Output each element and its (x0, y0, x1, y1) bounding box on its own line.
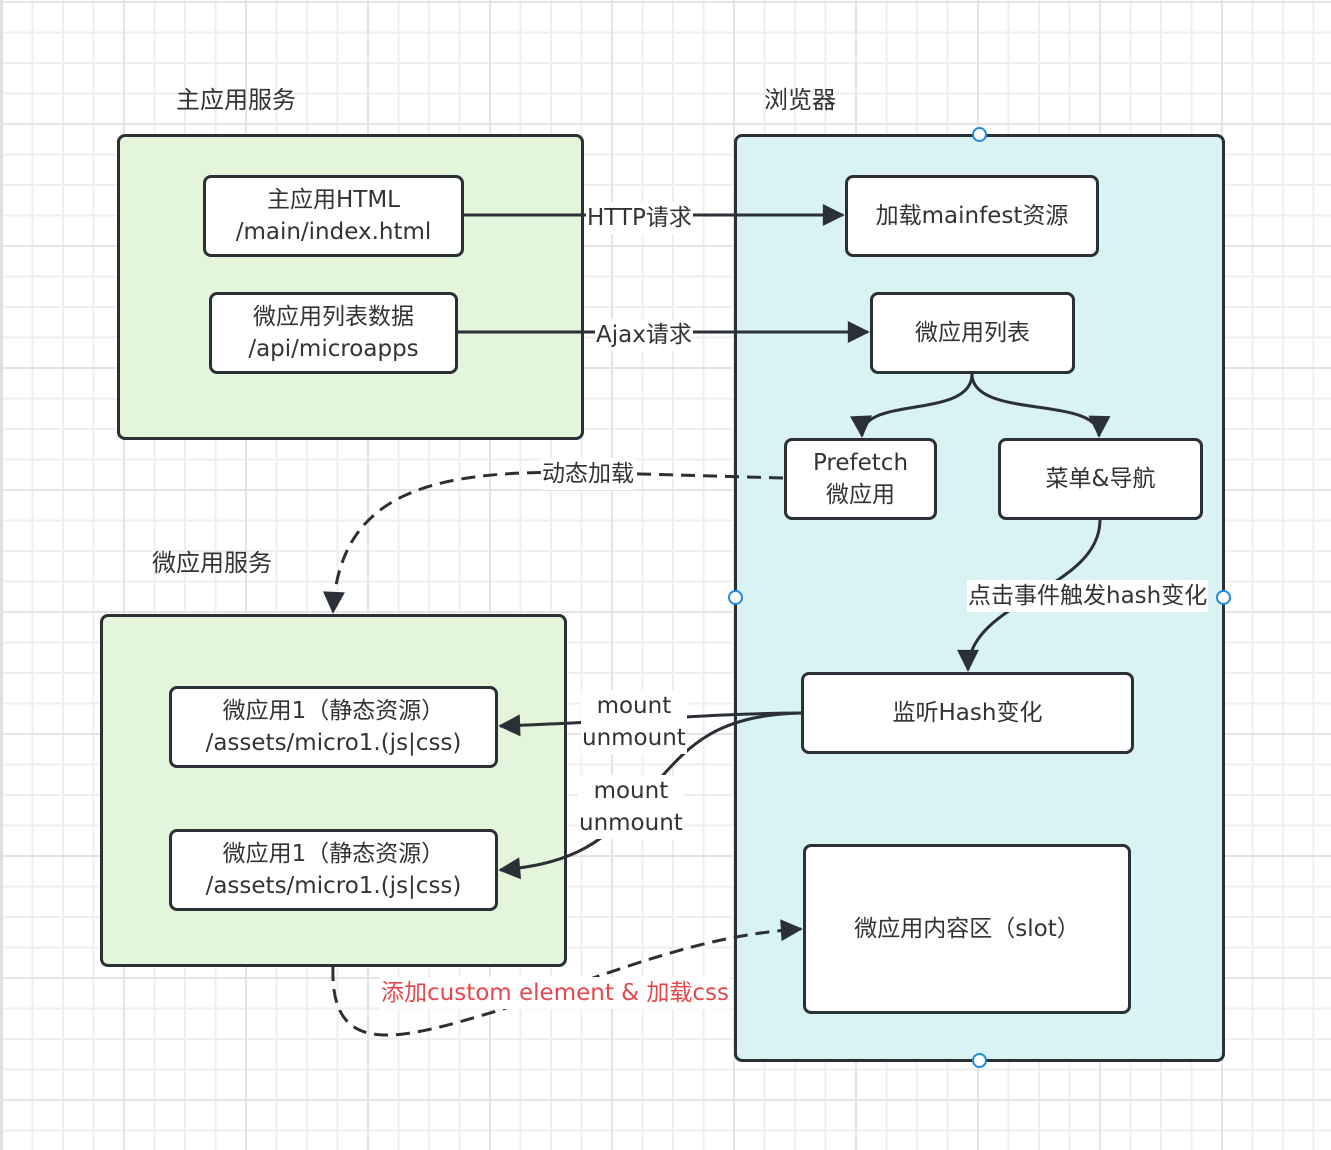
micro1-node-b[interactable]: 微应用1（静态资源） /assets/micro1.(js|css) (169, 829, 498, 911)
edge-label-dynamic-load: 动态加载 (541, 458, 635, 490)
menu-nav-node[interactable]: 菜单&导航 (998, 438, 1203, 520)
edge-label-custom-element: 添加custom element & 加载css (380, 977, 731, 1009)
micro-service-title: 微应用服务 (152, 549, 272, 577)
micro-service-container[interactable] (100, 614, 567, 967)
edge-dynamic-load[interactable] (323, 470, 784, 614)
resize-handle-top[interactable] (972, 127, 987, 142)
micro1-a-path: /assets/micro1.(js|css) (205, 730, 462, 756)
micro-list-data-title: 微应用列表数据 (253, 304, 414, 330)
micro-list-node[interactable]: 微应用列表 (870, 292, 1075, 374)
micro1-b-title: 微应用1（静态资源） (222, 841, 445, 867)
content-slot-node[interactable]: 微应用内容区（slot） (803, 844, 1131, 1014)
edge-label-http: HTTP请求 (586, 202, 693, 234)
listen-hash-label: 监听Hash变化 (892, 700, 1043, 726)
micro1-node-a[interactable]: 微应用1（静态资源） /assets/micro1.(js|css) (169, 686, 498, 768)
main-html-path: /main/index.html (235, 219, 432, 245)
prefetch-line2: 微应用 (826, 482, 895, 508)
resize-handle-right[interactable] (1216, 590, 1231, 605)
main-html-node[interactable]: 主应用HTML /main/index.html (203, 175, 464, 257)
micro-list-data-path: /api/microapps (248, 336, 419, 362)
resize-handle-bottom[interactable] (972, 1053, 987, 1068)
content-slot-label: 微应用内容区（slot） (854, 916, 1080, 942)
edge-label-click-hash: 点击事件触发hash变化 (967, 580, 1209, 612)
prefetch-line1: Prefetch (812, 450, 909, 476)
micro-list-data-node[interactable]: 微应用列表数据 /api/microapps (209, 292, 458, 374)
listen-hash-node[interactable]: 监听Hash变化 (801, 672, 1134, 754)
edge-label-ajax: Ajax请求 (595, 319, 693, 351)
edge-label-mount-a: mount unmount (581, 690, 687, 754)
browser-title: 浏览器 (764, 86, 836, 114)
micro-list-label: 微应用列表 (915, 320, 1030, 346)
canvas-left-ruler (0, 0, 3, 1150)
mount-a-line2: unmount (582, 725, 686, 751)
mount-b-line1: mount (593, 778, 669, 804)
main-service-title: 主应用服务 (176, 86, 296, 114)
main-html-title: 主应用HTML (266, 187, 400, 213)
menu-nav-label: 菜单&导航 (1045, 466, 1156, 492)
edge-label-mount-b: mount unmount (578, 775, 684, 839)
resize-handle-left[interactable] (728, 590, 743, 605)
load-manifest-node[interactable]: 加载mainfest资源 (845, 175, 1099, 257)
prefetch-node[interactable]: Prefetch 微应用 (784, 438, 937, 520)
load-manifest-label: 加载mainfest资源 (875, 203, 1069, 229)
micro1-b-path: /assets/micro1.(js|css) (205, 873, 462, 899)
mount-a-line1: mount (596, 693, 672, 719)
mount-b-line2: unmount (579, 810, 683, 836)
micro1-a-title: 微应用1（静态资源） (222, 698, 445, 724)
